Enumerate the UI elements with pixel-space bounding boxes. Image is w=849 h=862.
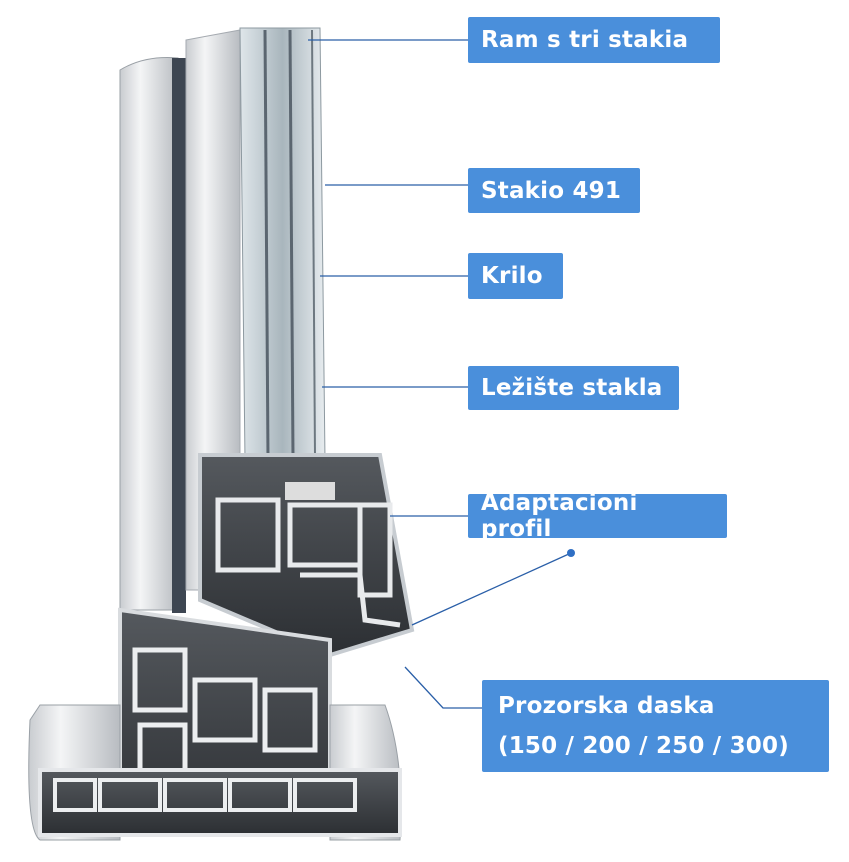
label-frame: Ram s tri stakia: [468, 17, 720, 63]
leader-lines: [308, 39, 572, 709]
leader-dot: [567, 549, 575, 557]
label-adapter-profile: Adaptacioni profil: [468, 490, 727, 542]
label-window-sill: Prozorska daska (150 / 200 / 250 / 300): [482, 680, 829, 772]
sill-title: Prozorska daska: [498, 693, 715, 719]
sill-sizes: (150 / 200 / 250 / 300): [498, 733, 789, 759]
label-glass: Stakio 491: [468, 168, 640, 213]
label-glass-bed: Ležište stakla: [468, 366, 679, 410]
label-sash: Krilo: [468, 253, 563, 299]
